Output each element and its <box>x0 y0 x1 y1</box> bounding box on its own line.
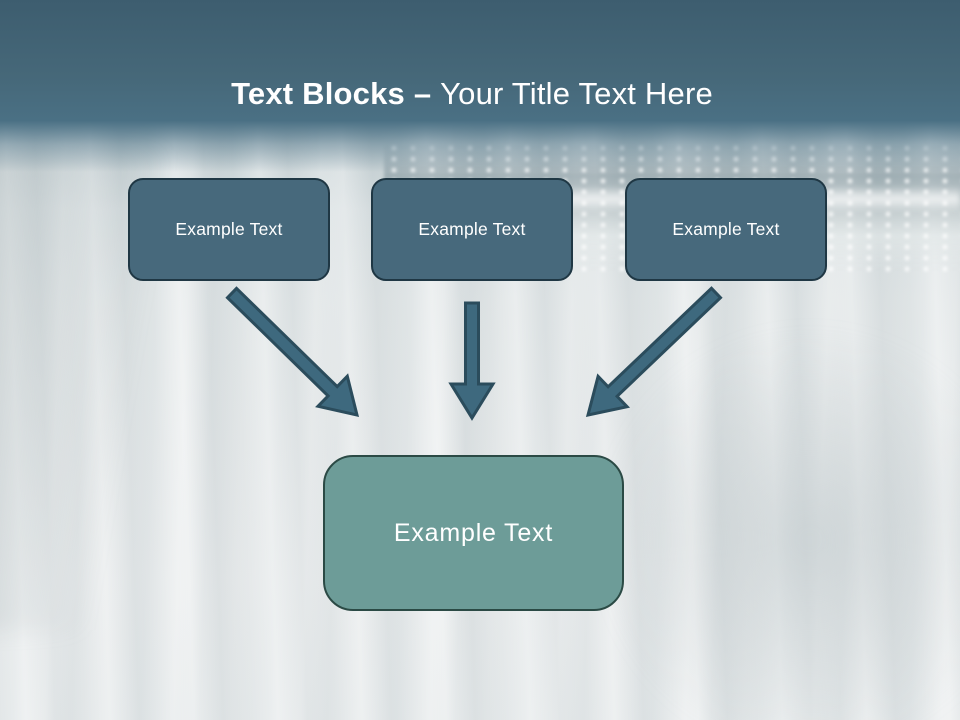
text-block-1-label: Example Text <box>175 219 283 239</box>
result-block: Example Text <box>323 455 624 611</box>
waterfall-shade-right <box>600 330 960 720</box>
text-block-2-label: Example Text <box>418 219 526 239</box>
text-block-2: Example Text <box>371 178 573 281</box>
title-regular-part: Your Title Text Here <box>440 75 713 111</box>
title-dash: – <box>413 75 432 111</box>
page-title: Text Blocks – Your Title Text Here <box>0 75 944 113</box>
text-block-3: Example Text <box>625 178 827 281</box>
text-block-3-label: Example Text <box>672 219 780 239</box>
title-bold-part: Text Blocks <box>231 75 405 111</box>
result-block-label: Example Text <box>393 518 554 547</box>
header-band: Text Blocks – Your Title Text Here <box>0 0 960 172</box>
text-block-1: Example Text <box>128 178 330 281</box>
